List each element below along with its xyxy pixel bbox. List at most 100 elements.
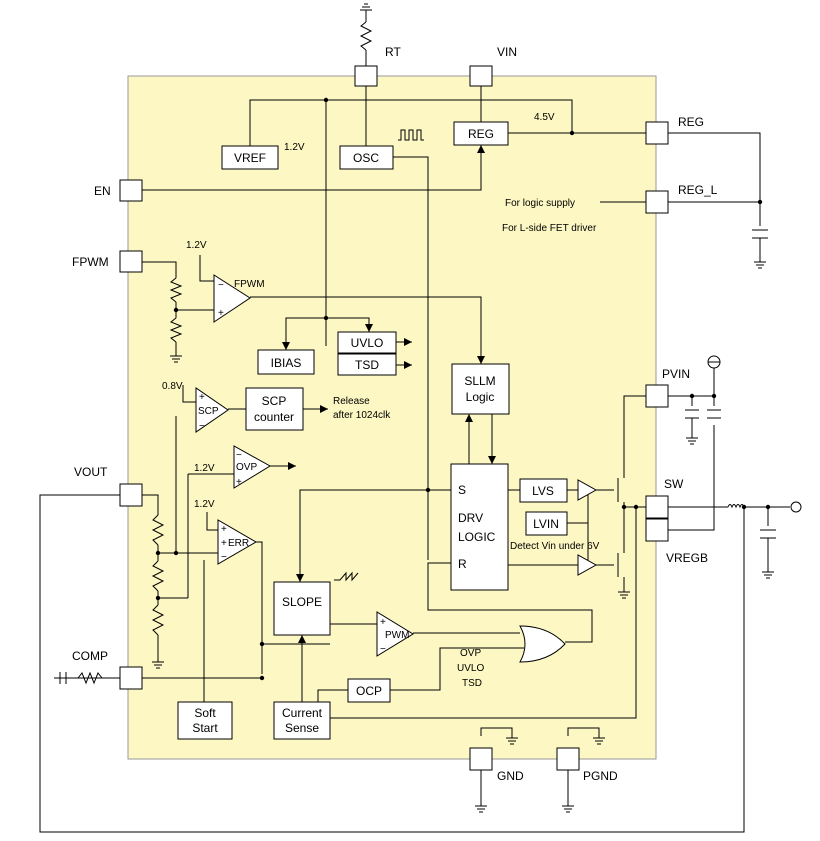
svg-text:REG: REG	[468, 127, 494, 141]
pvin-source-icon	[707, 355, 721, 369]
release-label: Release	[333, 396, 370, 407]
inductor-icon	[727, 504, 745, 509]
ocp-block: OCP	[347, 678, 391, 703]
resistors	[77, 277, 183, 685]
ibias-block: IBIAS	[257, 349, 315, 375]
clock-waveform-icon	[398, 129, 424, 141]
svg-text:VREGB: VREGB	[666, 551, 708, 565]
svg-text:S: S	[458, 483, 466, 497]
ovp-ref-voltage-label: 1.2V	[194, 463, 215, 474]
svg-text:REG: REG	[678, 115, 704, 129]
pin-pvin: PVIN	[645, 367, 690, 408]
fpwm-amplifier: −+ FPWM	[213, 274, 265, 323]
svg-text:DRV: DRV	[458, 511, 483, 525]
osc-block: OSC	[339, 145, 394, 170]
pin-vregb: VREGB	[645, 518, 708, 565]
lvs-block: LVS	[519, 478, 568, 503]
tsd-block: TSD	[337, 353, 397, 376]
pin-vin: VIN	[469, 45, 517, 87]
reg-capacitor	[752, 229, 768, 262]
detect-vin-note: Detect Vin under 6V	[510, 541, 600, 552]
svg-text:SCP: SCP	[262, 394, 287, 408]
vref-block: VREF	[221, 145, 279, 170]
pvin-cap-ground-icon	[686, 437, 698, 445]
uvlo-block: UVLO	[337, 331, 397, 354]
pin-en: EN	[94, 179, 143, 202]
svg-text:LVIN: LVIN	[533, 517, 559, 531]
fpwm-resistor-bottom	[169, 317, 183, 343]
svg-text:+: +	[199, 392, 205, 403]
pvin-capacitor-1	[685, 409, 699, 438]
error-amplifier: ++− ERR	[217, 519, 257, 565]
pgnd-ground-icon	[562, 805, 574, 813]
svg-text:Sense: Sense	[285, 721, 319, 735]
svg-text:VREF: VREF	[234, 151, 266, 165]
comp-resistor	[77, 671, 103, 685]
or-input-tsd-label: TSD	[462, 678, 482, 689]
pin-reg: REG	[645, 115, 704, 145]
gnd-ground-icon	[475, 805, 487, 813]
svg-text:RT: RT	[385, 45, 401, 59]
svg-text:FPWM: FPWM	[72, 255, 109, 269]
ls-fet-ground-icon	[618, 591, 630, 599]
svg-text:+: +	[380, 617, 386, 628]
out-cap-ground-icon	[762, 571, 774, 579]
svg-text:COMP: COMP	[72, 649, 108, 663]
slope-block: SLOPE	[273, 581, 331, 636]
svg-text:Current: Current	[282, 706, 323, 720]
hs-driver-icon	[577, 479, 598, 501]
svg-text:Soft: Soft	[194, 706, 216, 720]
output-terminal-icon	[790, 501, 802, 513]
svg-text:LVS: LVS	[532, 484, 554, 498]
svg-text:+: +	[236, 477, 242, 488]
wires	[39, 10, 790, 833]
svg-text:OSC: OSC	[353, 151, 379, 165]
vref-voltage-label: 1.2V	[284, 142, 305, 153]
lside-driver-note: For L-side FET driver	[502, 223, 597, 234]
svg-text:VOUT: VOUT	[74, 465, 108, 479]
junctions	[155, 97, 771, 681]
capacitors	[54, 229, 776, 684]
pin-rt: RT	[354, 45, 401, 87]
pin-reg-l: REG_L	[645, 183, 718, 214]
svg-text:TSD: TSD	[355, 358, 379, 372]
ramp-waveform-icon	[334, 571, 359, 582]
ovp-amp-label: OVP	[236, 462, 257, 473]
svg-text:+: +	[221, 524, 227, 535]
svg-text:Start: Start	[192, 721, 218, 735]
pin-fpwm: FPWM	[72, 250, 143, 273]
svg-text:PGND: PGND	[583, 769, 618, 783]
svg-text:SLLM: SLLM	[464, 374, 495, 388]
pwm-comparator: +− PWM	[376, 611, 414, 657]
pin-comp: COMP	[72, 649, 143, 690]
drv-logic-block: S DRV LOGIC R	[450, 463, 509, 591]
svg-text:−: −	[218, 280, 224, 291]
lvin-block: LVIN	[525, 511, 568, 536]
fpwm-amp-label: FPWM	[234, 279, 265, 290]
vout-resistor-2	[151, 560, 165, 592]
svg-text:PVIN: PVIN	[662, 367, 690, 381]
pin-sw: SW	[645, 477, 684, 519]
pin-vout: VOUT	[74, 465, 143, 507]
svg-text:−: −	[221, 552, 227, 563]
arrows	[282, 145, 496, 643]
or-gate-icon	[519, 625, 566, 663]
ovp-comparator: −+ OVP	[233, 445, 271, 489]
svg-text:VIN: VIN	[497, 45, 517, 59]
pgnd-inner-ground-icon	[593, 737, 605, 745]
grounds	[152, 3, 774, 813]
svg-text:−: −	[199, 421, 205, 432]
err-amp-label: ERR	[228, 538, 249, 549]
or-input-ovp-label: OVP	[460, 648, 481, 659]
svg-text:SLOPE: SLOPE	[282, 595, 322, 609]
gnd-inner-ground-icon	[506, 737, 518, 745]
reg-block: REG	[453, 121, 509, 146]
logic-supply-note: For logic supply	[505, 198, 575, 209]
fpwm-ground-icon	[170, 355, 182, 363]
svg-text:LOGIC: LOGIC	[458, 530, 496, 544]
